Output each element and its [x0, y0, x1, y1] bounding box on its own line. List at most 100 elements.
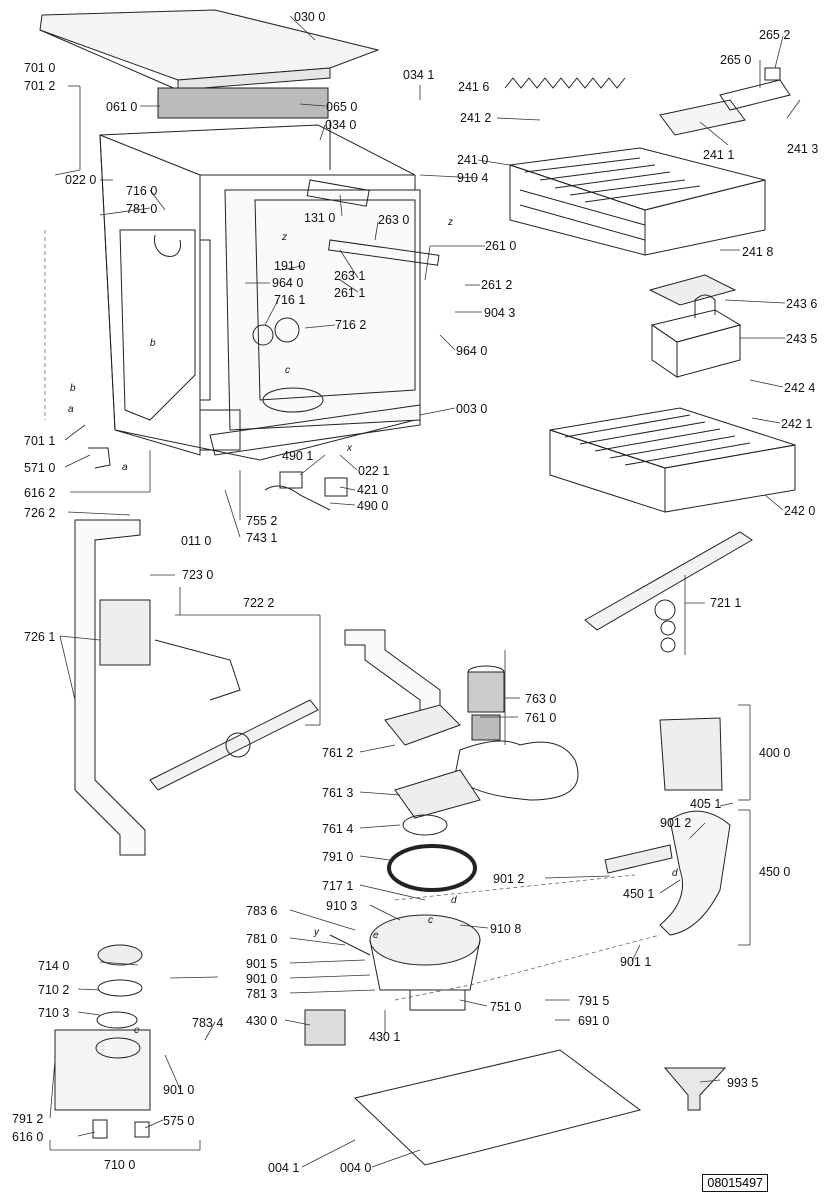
label-964-0-a: 964 0 — [272, 276, 304, 290]
label-004-0: 004 0 — [340, 1161, 372, 1175]
label-901-2-b: 901 2 — [493, 872, 525, 886]
label-904-3: 904 3 — [484, 306, 516, 320]
circulation-pump — [604, 717, 731, 936]
label-691-0: 691 0 — [578, 1014, 610, 1028]
ref-letter-d: d — [451, 895, 457, 906]
insulation-strip — [157, 87, 329, 119]
label-241-3: 241 3 — [787, 142, 819, 156]
sensor-part — [324, 477, 348, 497]
cabinet-frame — [99, 120, 440, 461]
label-131-0: 131 0 — [304, 211, 336, 225]
label-265-0: 265 0 — [720, 53, 752, 67]
label-263-1: 263 1 — [334, 269, 366, 283]
label-242-4: 242 4 — [784, 381, 816, 395]
label-751-0: 751 0 — [490, 1000, 522, 1014]
label-061-0: 061 0 — [106, 100, 138, 114]
label-901-1: 901 1 — [620, 955, 652, 969]
label-901-5: 901 5 — [246, 957, 278, 971]
filter-part — [467, 665, 505, 741]
label-261-2: 261 2 — [481, 278, 513, 292]
spring-part — [504, 77, 626, 89]
label-241-8: 241 8 — [742, 245, 774, 259]
label-191-0: 191 0 — [274, 259, 306, 273]
label-701-1: 701 1 — [24, 434, 56, 448]
label-022-1: 022 1 — [358, 464, 390, 478]
label-761-2: 761 2 — [322, 746, 354, 760]
label-726-2: 726 2 — [24, 506, 56, 520]
worktop-part — [39, 9, 380, 91]
label-004-1: 004 1 — [268, 1161, 300, 1175]
ref-letter-a: a — [68, 404, 74, 415]
label-721-1: 721 1 — [710, 596, 742, 610]
label-571-0: 571 0 — [24, 461, 56, 475]
ref-letter-b: y — [314, 927, 319, 938]
cutlery-cover — [648, 274, 737, 306]
label-910-8: 910 8 — [490, 922, 522, 936]
label-993-5: 993 5 — [727, 1076, 759, 1090]
label-901-0-a: 901 0 — [246, 972, 278, 986]
label-783-4: 783 4 — [192, 1016, 224, 1030]
label-263-0: 263 0 — [378, 213, 410, 227]
label-261-0: 261 0 — [485, 239, 517, 253]
valve-part — [88, 447, 111, 469]
label-761-4: 761 4 — [322, 822, 354, 836]
label-241-6: 241 6 — [458, 80, 490, 94]
seal-ring — [387, 844, 477, 892]
ref-letter-b: b — [150, 338, 156, 349]
label-575-0: 575 0 — [163, 1114, 195, 1128]
label-701-0: 701 0 — [24, 61, 56, 75]
salt-funnel — [663, 1067, 727, 1111]
ref-letter-b: b — [70, 383, 76, 394]
label-065-0: 065 0 — [326, 100, 358, 114]
label-701-2: 701 2 — [24, 79, 56, 93]
heater-part — [279, 471, 303, 489]
label-450-0: 450 0 — [759, 865, 791, 879]
label-243-6: 243 6 — [786, 297, 818, 311]
label-405-1: 405 1 — [690, 797, 722, 811]
water-pipe — [74, 519, 146, 856]
cutlery-basket — [650, 294, 742, 378]
label-722-2: 722 2 — [243, 596, 275, 610]
label-242-1: 242 1 — [781, 417, 813, 431]
label-003-0: 003 0 — [456, 402, 488, 416]
ref-letter-e: e — [373, 930, 379, 941]
label-781-0: 781 0 — [126, 202, 158, 216]
label-717-1: 717 1 — [322, 879, 354, 893]
label-710-3: 710 3 — [38, 1006, 70, 1020]
label-490-1: 490 1 — [282, 449, 314, 463]
label-243-5: 243 5 — [786, 332, 818, 346]
label-241-2: 241 2 — [460, 111, 492, 125]
label-726-1: 726 1 — [24, 630, 56, 644]
ref-letter-z: z — [448, 217, 453, 228]
lower-spray-arm — [99, 599, 319, 791]
ref-letter-d: d — [672, 868, 678, 879]
sump-gasket — [454, 740, 579, 801]
label-755-2: 755 2 — [246, 514, 278, 528]
label-763-0: 763 0 — [525, 692, 557, 706]
label-723-0: 723 0 — [182, 568, 214, 582]
label-791-5: 791 5 — [578, 994, 610, 1008]
cup-rack — [659, 99, 746, 136]
document-id: 08015497 — [702, 1174, 768, 1192]
label-716-2: 716 2 — [335, 318, 367, 332]
label-743-1: 743 1 — [246, 531, 278, 545]
drain-pipe — [344, 629, 441, 721]
label-022-0: 022 0 — [65, 173, 97, 187]
label-761-3: 761 3 — [322, 786, 354, 800]
label-710-0: 710 0 — [104, 1158, 136, 1172]
dashed-links — [44, 230, 661, 1001]
label-242-0: 242 0 — [784, 504, 816, 518]
ref-letter-c: c — [285, 365, 290, 376]
label-964-0-b: 964 0 — [456, 344, 488, 358]
ref-letter-z: z — [282, 232, 287, 243]
lower-basket — [549, 407, 796, 513]
sump-assembly — [329, 914, 481, 1011]
label-430-1: 430 1 — [369, 1030, 401, 1044]
water-softener — [54, 944, 151, 1139]
cover-plate — [384, 704, 461, 746]
label-450-1: 450 1 — [623, 887, 655, 901]
ref-letter-a: a — [122, 462, 128, 473]
upper-spray-arm — [584, 531, 753, 653]
